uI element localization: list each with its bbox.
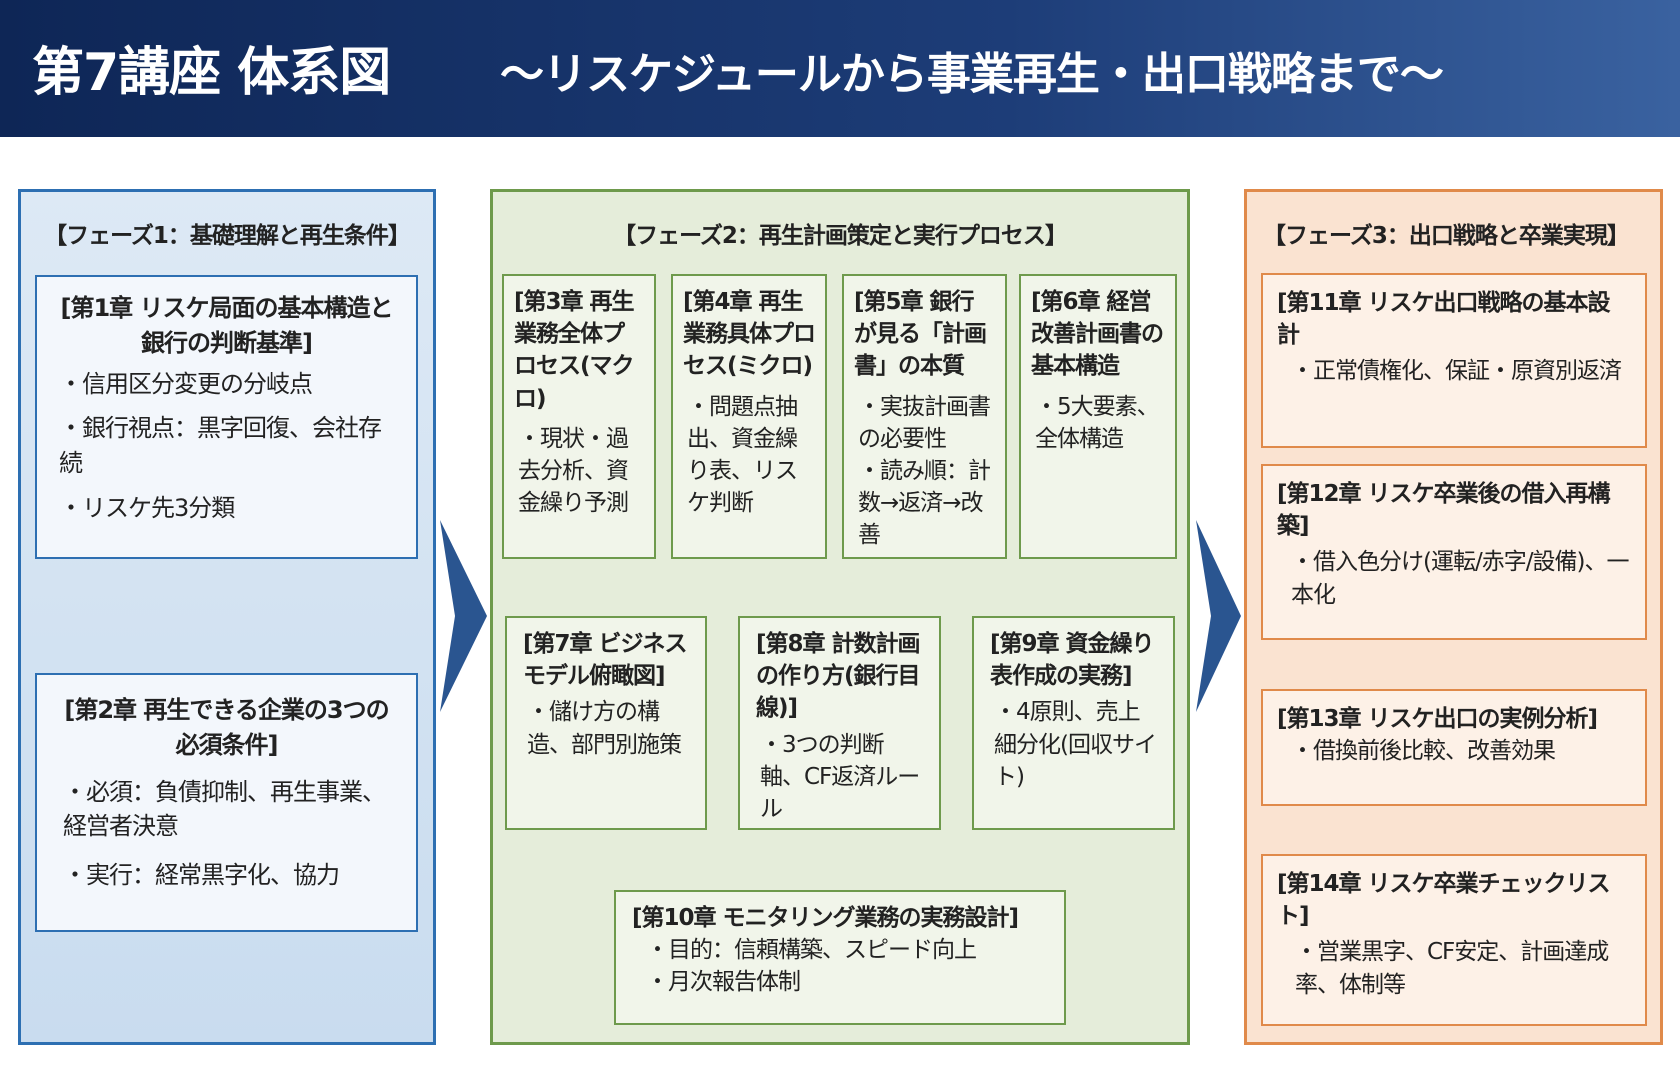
chapter-8-item: ・3つの判断軸、CF返済ルール <box>760 731 920 822</box>
header-banner: 第7講座 体系図 ～リスケジュールから事業再生・出口戦略まで～ <box>0 0 1680 137</box>
chapter-10-box: [第10章 モニタリング業務の実務設計] ・目的：信頼構築、スピード向上 ・月次… <box>614 890 1066 1025</box>
chapter-5-item: ・実抜計画書の必要性 <box>858 393 991 452</box>
chapter-9-box: [第9章 資金繰り表作成の実務] ・4原則、売上細分化(回収サイト) <box>972 616 1175 830</box>
phase-arrow-1-2 <box>440 520 487 712</box>
chapter-2-title: [第2章 再生できる企業の3つの必須条件] <box>64 696 389 759</box>
chapter-11-title: [第11章 リスケ出口戦略の基本設計 <box>1277 290 1611 349</box>
page-subtitle: ～リスケジュールから事業再生・出口戦略まで～ <box>500 49 1444 100</box>
chapter-14-item: ・営業黒字、CF安定、計画達成率、体制等 <box>1295 939 1609 998</box>
chapter-10-title: [第10章 モニタリング業務の実務設計] <box>632 905 1019 931</box>
chapter-8-title: [第8章 計数計画の作り方(銀行目線)] <box>756 631 921 722</box>
chapter-2-item: ・実行：経常黒字化、協力 <box>63 861 340 890</box>
chapter-10-item: ・目的：信頼構築、スピード向上 <box>646 937 977 964</box>
chapter-10-item: ・月次報告体制 <box>646 969 801 996</box>
chapter-4-box: [第4章 再生業務具体プロセス(ミクロ) ・問題点抽出、資金繰り表、リスケ判断 <box>671 274 827 559</box>
phase-arrow-2-3 <box>1196 520 1241 712</box>
chapter-2-box: [第2章 再生できる企業の3つの必須条件] ・必須：負債抑制、再生事業、経営者決… <box>35 673 418 932</box>
chapter-8-box: [第8章 計数計画の作り方(銀行目線)] ・3つの判断軸、CF返済ルール <box>738 616 941 830</box>
phase-2-title: 【フェーズ2：再生計画策定と実行プロセス】 <box>613 223 1068 249</box>
chapter-11-box: [第11章 リスケ出口戦略の基本設計 ・正常債権化、保証・原資別返済 <box>1261 273 1647 448</box>
chapter-13-title: [第13章 リスケ出口の実例分析] <box>1277 706 1598 732</box>
chapter-12-item: ・借入色分け(運転/赤字/設備)、一本化 <box>1291 549 1629 608</box>
chapter-12-box: [第12章 リスケ卒業後の借入再構築] ・借入色分け(運転/赤字/設備)、一本化 <box>1261 464 1647 640</box>
chapter-1-item: ・信用区分変更の分岐点 <box>59 369 313 398</box>
chapter-9-item: ・4原則、売上細分化(回収サイト) <box>994 699 1157 790</box>
chapter-1-item: ・リスケ先3分類 <box>59 493 235 522</box>
chapter-6-box: [第6章 経営改善計画書の基本構造 ・5大要素、全体構造 <box>1019 274 1177 559</box>
chapter-12-title: [第12章 リスケ卒業後の借入再構築] <box>1277 481 1611 540</box>
chapter-7-item: ・儲け方の構造、部門別施策 <box>527 699 682 758</box>
chapter-5-item: ・読み順：計数→返済→改善 <box>858 457 991 549</box>
page-title: 第7講座 体系図 <box>32 43 391 103</box>
chapter-7-title: [第7章 ビジネスモデル俯瞰図] <box>523 631 688 690</box>
chapter-4-title: [第4章 再生業務具体プロセス(ミクロ) <box>683 289 816 380</box>
chapter-2-item: ・必須：負債抑制、再生事業、経営者決意 <box>63 777 386 841</box>
chapter-6-title: [第6章 経営改善計画書の基本構造 <box>1031 289 1164 380</box>
chapter-1-item: ・銀行視点：黒字回復、会社存続 <box>59 414 382 478</box>
chapter-5-title: [第5章 銀行が見る「計画書」の本質 <box>854 289 987 380</box>
chapter-11-item: ・正常債権化、保証・原資別返済 <box>1291 358 1622 385</box>
chapter-13-box: [第13章 リスケ出口の実例分析] ・借換前後比較、改善効果 <box>1261 689 1647 806</box>
chapter-4-item: ・問題点抽出、資金繰り表、リスケ判断 <box>687 393 798 517</box>
chapter-1-title: [第1章 リスケ局面の基本構造と銀行の判断基準] <box>60 294 393 357</box>
chapter-3-box: [第3章 再生業務全体プロセス(マクロ) ・現状・過去分析、資金繰り予測 <box>502 274 656 559</box>
chapter-1-box: [第1章 リスケ局面の基本構造と銀行の判断基準] ・信用区分変更の分岐点 ・銀行… <box>35 275 418 559</box>
chapter-3-item: ・現状・過去分析、資金繰り予測 <box>518 425 629 517</box>
chapter-9-title: [第9章 資金繰り表作成の実務] <box>990 631 1155 690</box>
chapter-6-item: ・5大要素、全体構造 <box>1035 393 1160 452</box>
chapter-5-box: [第5章 銀行が見る「計画書」の本質 ・実抜計画書の必要性 ・読み順：計数→返済… <box>842 274 1007 559</box>
chapter-13-item: ・借換前後比較、改善効果 <box>1291 738 1556 765</box>
chapter-3-title: [第3章 再生業務全体プロセス(マクロ) <box>514 289 635 412</box>
chapter-7-box: [第7章 ビジネスモデル俯瞰図] ・儲け方の構造、部門別施策 <box>505 616 707 830</box>
phase-3-title: 【フェーズ3：出口戦略と卒業実現】 <box>1263 223 1630 249</box>
phase-1-title: 【フェーズ1：基礎理解と再生条件】 <box>44 223 411 249</box>
chapter-14-title: [第14章 リスケ卒業チェックリスト] <box>1277 871 1611 930</box>
chapter-14-box: [第14章 リスケ卒業チェックリスト] ・営業黒字、CF安定、計画達成率、体制等 <box>1261 854 1647 1026</box>
